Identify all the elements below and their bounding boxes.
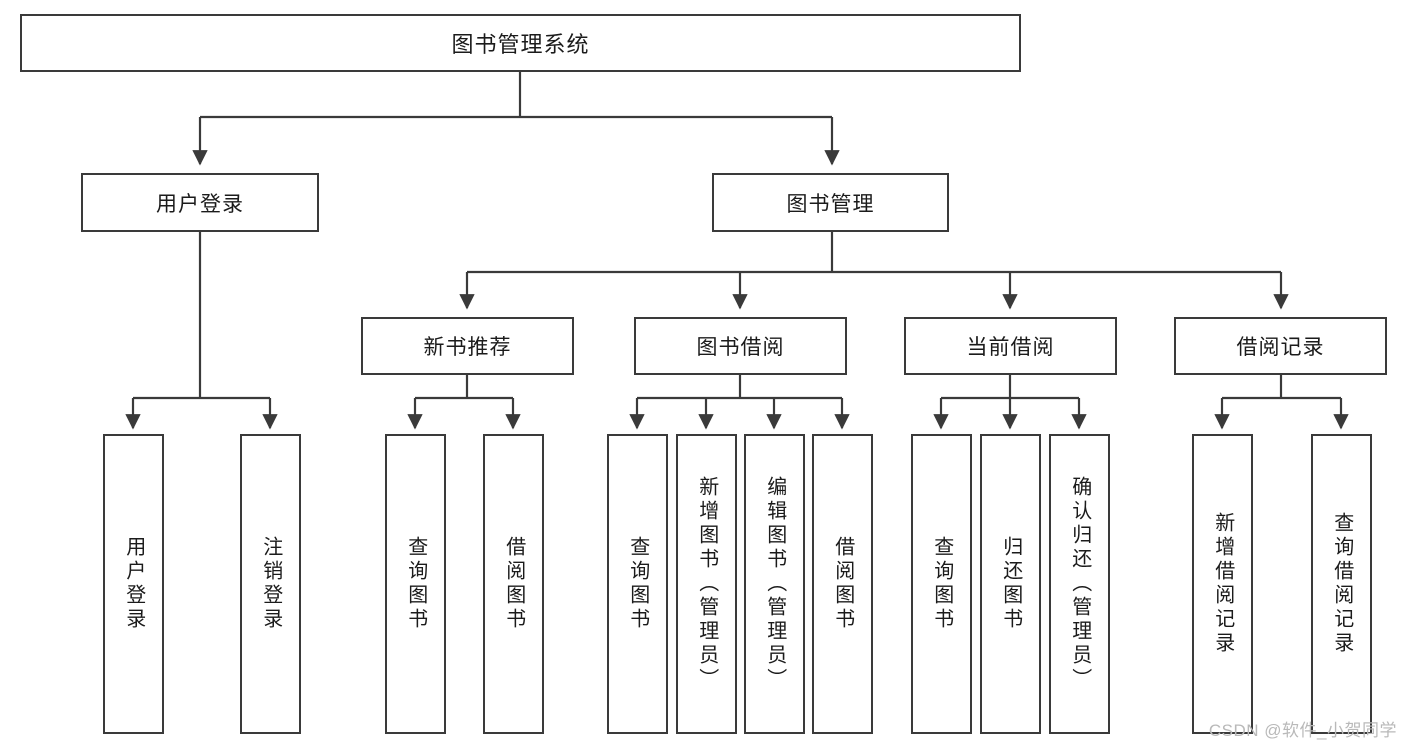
node-label: 查询图书 (930, 536, 953, 632)
node-label: 编辑图书（管理员） (763, 476, 786, 692)
node-current-borrow[interactable]: 当前借阅 (904, 317, 1117, 375)
node-label: 新书推荐 (423, 336, 512, 359)
node-label: 借阅记录 (1236, 336, 1325, 359)
node-label: 归还图书 (999, 536, 1022, 632)
node-label: 新增图书（管理员） (695, 476, 718, 692)
node-label: 借阅图书 (831, 536, 854, 632)
node-label: 确认归还（管理员） (1068, 476, 1091, 692)
node-label: 图书管理系统 (451, 32, 590, 57)
leaf-book-borrow-borrow-book[interactable]: 借阅图书 (812, 434, 873, 734)
leaf-user-login-logout[interactable]: 注销登录 (240, 434, 301, 734)
node-label: 图书借阅 (696, 336, 785, 359)
node-label: 新增借阅记录 (1211, 512, 1234, 656)
csdn-watermark: CSDN @软件_小贺同学 (1208, 721, 1397, 740)
leaf-new-book-borrow-book[interactable]: 借阅图书 (483, 434, 544, 734)
leaf-book-borrow-query-book[interactable]: 查询图书 (607, 434, 668, 734)
node-user-login[interactable]: 用户登录 (81, 173, 319, 232)
node-label: 借阅图书 (502, 536, 525, 632)
leaf-user-login-login[interactable]: 用户登录 (103, 434, 164, 734)
leaf-new-book-query-book[interactable]: 查询图书 (385, 434, 446, 734)
node-borrow-record[interactable]: 借阅记录 (1174, 317, 1387, 375)
node-label: 查询图书 (404, 536, 427, 632)
leaf-book-borrow-edit-book[interactable]: 编辑图书（管理员） (744, 434, 805, 734)
node-label: 图书管理 (786, 192, 875, 216)
leaf-current-borrow-query-book[interactable]: 查询图书 (911, 434, 972, 734)
node-new-book-recommend[interactable]: 新书推荐 (361, 317, 574, 375)
node-label: 用户登录 (156, 192, 244, 216)
leaf-book-borrow-add-book[interactable]: 新增图书（管理员） (676, 434, 737, 734)
node-book-borrow[interactable]: 图书借阅 (634, 317, 847, 375)
node-label: 查询借阅记录 (1330, 512, 1353, 656)
leaf-current-borrow-confirm-return[interactable]: 确认归还（管理员） (1049, 434, 1110, 734)
leaf-borrow-record-add-record[interactable]: 新增借阅记录 (1192, 434, 1253, 734)
node-book-management[interactable]: 图书管理 (712, 173, 949, 232)
leaf-borrow-record-query-record[interactable]: 查询借阅记录 (1311, 434, 1372, 734)
node-root-book-management-system[interactable]: 图书管理系统 (20, 14, 1021, 72)
node-label: 用户登录 (122, 536, 145, 632)
node-label: 当前借阅 (966, 336, 1055, 359)
leaf-current-borrow-return-book[interactable]: 归还图书 (980, 434, 1041, 734)
node-label: 注销登录 (259, 536, 282, 632)
node-label: 查询图书 (626, 536, 649, 632)
